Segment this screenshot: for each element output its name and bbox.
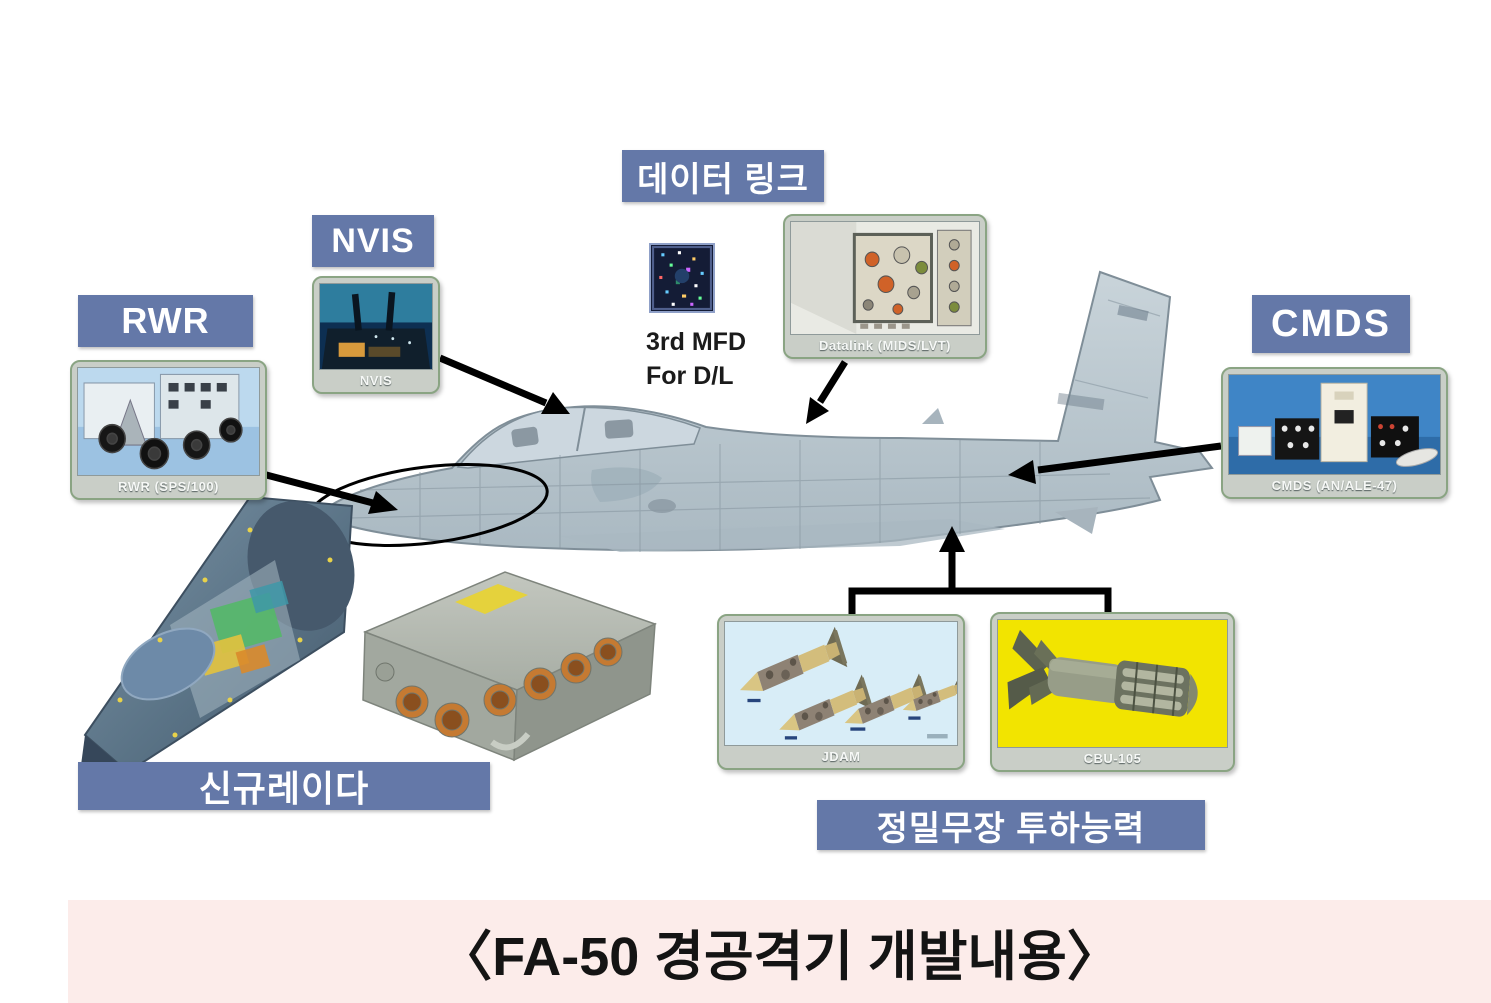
arrow-nvis-to-cockpit: [438, 354, 570, 414]
datalink-header-banner: 데이터 링크: [622, 150, 824, 202]
rwr-card: RWR (SPS/100): [70, 360, 267, 500]
weapons-connector-line: [848, 587, 1112, 618]
aircraft-illustration: [321, 270, 1214, 552]
rwr-header-banner: RWR: [78, 295, 253, 347]
radar-header-label: 신규레이다: [198, 768, 370, 809]
arrow-rwr-to-nose: [254, 468, 398, 514]
cmds-caption: CMDS (AN/ALE-47): [1271, 477, 1398, 493]
weapons-header-banner: 정밀무장 투하능력: [817, 800, 1205, 850]
arrow-datalink-to-fuselage: [806, 360, 848, 424]
nvis-header-label: NVIS: [331, 221, 415, 260]
page-title: 〈FA-50 경공격기 개발내용〉: [438, 927, 1121, 987]
cbu-caption: CBU-105: [1083, 750, 1142, 766]
title-band: 〈FA-50 경공격기 개발내용〉: [68, 900, 1491, 1003]
nvis-photo: [319, 283, 433, 370]
datalink-header-label: 데이터 링크: [637, 160, 809, 199]
arrow-weapons-to-belly: [848, 526, 1112, 618]
cmds-header-banner: CMDS: [1252, 295, 1410, 353]
nvis-caption: NVIS: [359, 372, 393, 388]
mfd-note-line2: For D/L: [646, 361, 734, 390]
mfd-note-line1: 3rd MFD: [646, 328, 746, 356]
cbu-card: CBU-105: [990, 612, 1235, 772]
rwr-caption: RWR (SPS/100): [118, 478, 219, 494]
rwr-photo: [77, 367, 260, 476]
jdam-photo: [724, 621, 958, 746]
radar-header-banner: 신규레이다: [78, 762, 490, 810]
arrow-cmds-to-aft-fuselage: [1008, 442, 1222, 484]
cmds-photo: [1228, 374, 1441, 475]
avionics-box-illustration: [362, 571, 657, 762]
cbu-photo: [997, 619, 1228, 748]
rwr-header-label: RWR: [121, 300, 210, 341]
datalink-photo: [790, 221, 980, 335]
cmds-header-label: CMDS: [1271, 302, 1391, 345]
weapons-header-label: 정밀무장 투하능력: [876, 809, 1146, 848]
mfd-display-thumbnail: [649, 243, 715, 313]
nvis-header-banner: NVIS: [312, 215, 434, 267]
datalink-caption: Datalink (MIDS/LVT): [818, 337, 952, 353]
jdam-caption: JDAM: [821, 748, 861, 764]
radar-nose-cone-illustration: [78, 495, 355, 792]
nvis-card: NVIS: [312, 276, 440, 394]
cmds-card: CMDS (AN/ALE-47): [1221, 367, 1448, 499]
mfd-note: 3rd MFD For D/L: [646, 326, 796, 394]
datalink-card: Datalink (MIDS/LVT): [783, 214, 987, 359]
jdam-card: JDAM: [717, 614, 965, 770]
